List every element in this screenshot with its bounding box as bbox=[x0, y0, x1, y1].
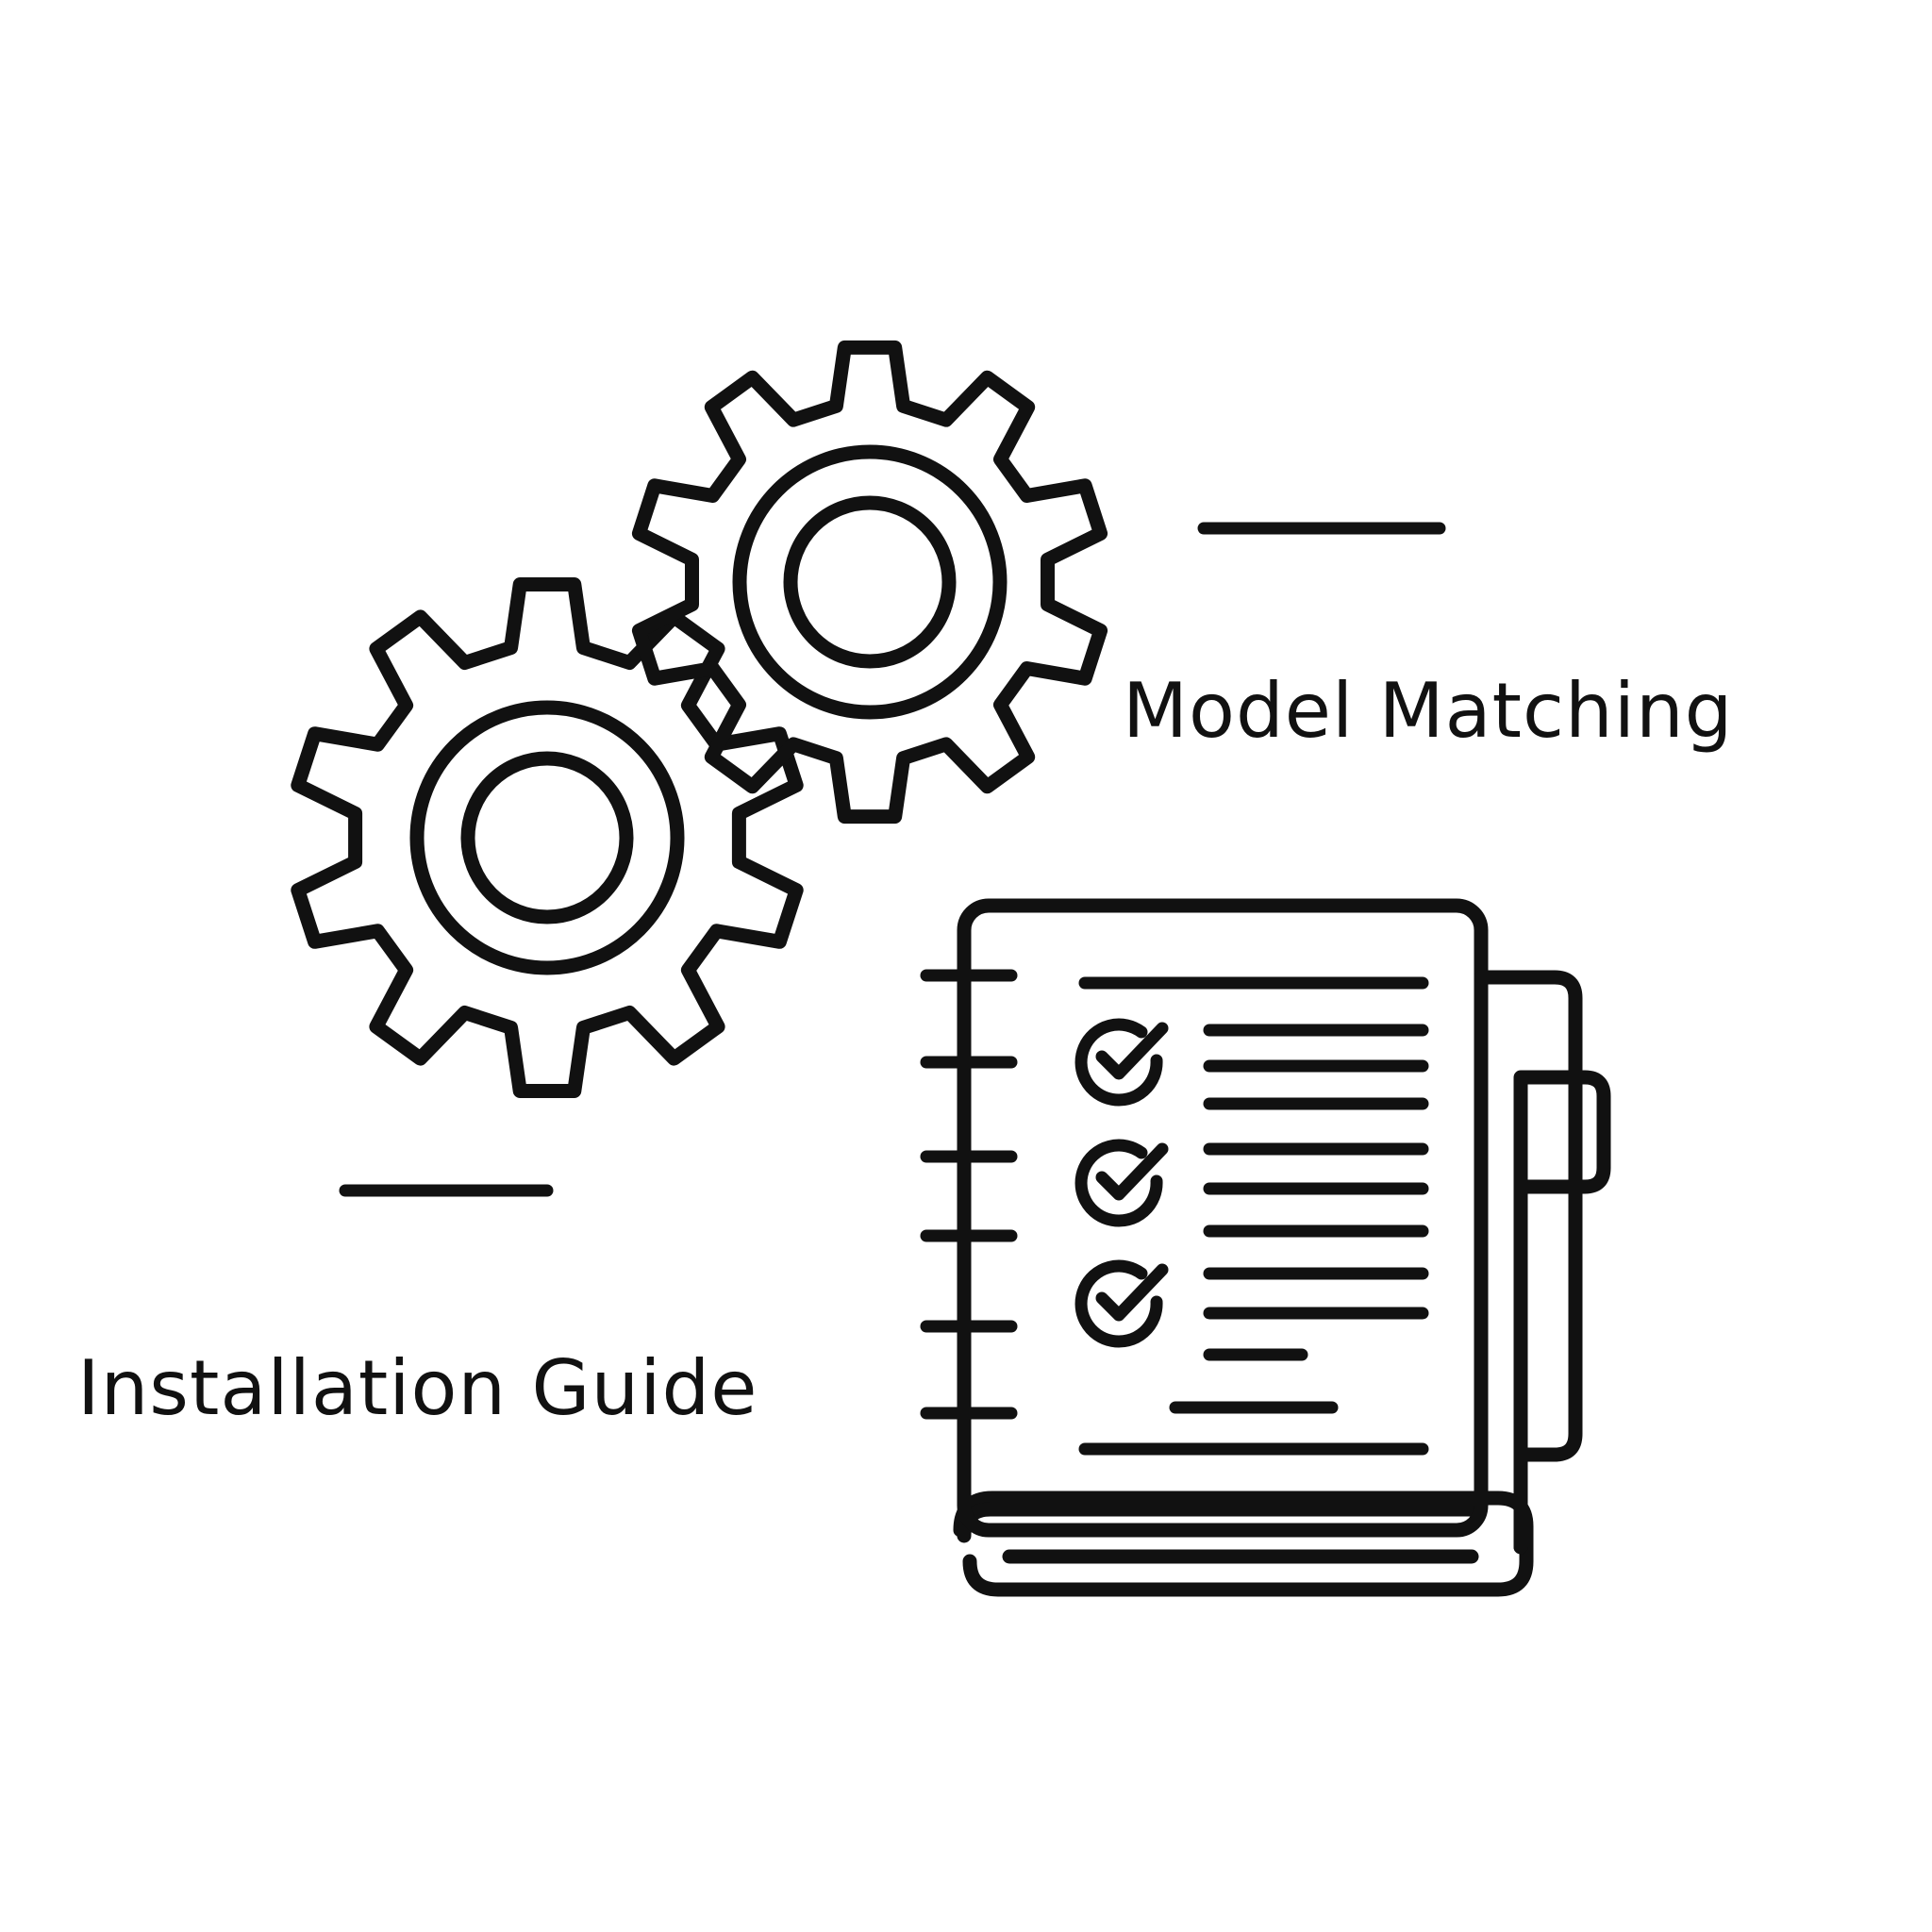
left-gear-icon bbox=[291, 577, 804, 1098]
checkmark-icon bbox=[1095, 1263, 1169, 1322]
check-circle-icon bbox=[1074, 1259, 1163, 1348]
binder-main-page bbox=[957, 898, 1489, 1538]
check-circle-icon bbox=[1074, 1018, 1163, 1107]
check-item-3 bbox=[1074, 1259, 1429, 1361]
pen-icon bbox=[1474, 970, 1583, 1555]
checklist bbox=[1074, 976, 1429, 1456]
pen-clip bbox=[1513, 1070, 1611, 1555]
check-item-2 bbox=[1074, 1139, 1429, 1238]
guide-binder-icon bbox=[920, 898, 1611, 1597]
check-circle-icon bbox=[1074, 1139, 1163, 1227]
binder-rings bbox=[920, 969, 1018, 1420]
check-item-1 bbox=[1074, 1018, 1429, 1110]
gears-icon bbox=[291, 340, 1108, 1098]
checkmark-icon bbox=[1095, 1142, 1169, 1201]
checkmark-icon bbox=[1095, 1022, 1169, 1080]
right-gear-icon bbox=[631, 340, 1108, 824]
installation-guide-label: Installation Guide bbox=[77, 1344, 758, 1432]
model-matching-label: Model Matching bbox=[1123, 667, 1734, 755]
